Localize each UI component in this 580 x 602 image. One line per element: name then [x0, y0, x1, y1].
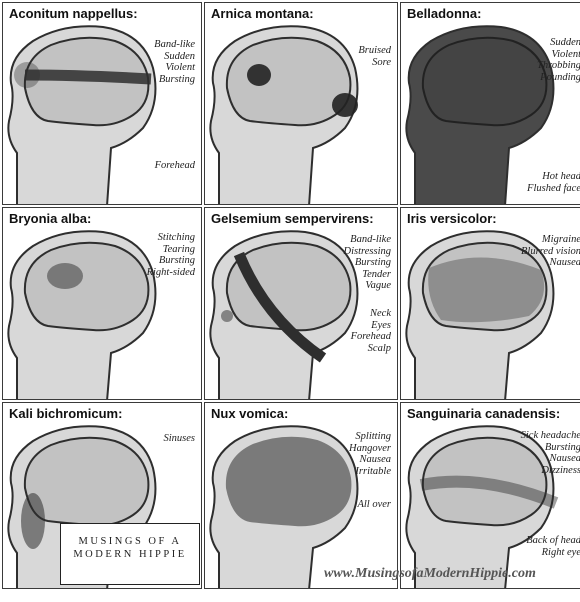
symptom-list: Sudden Violent Throbbing Pounding [537, 37, 580, 83]
remedy-title: Nux vomica: [211, 406, 288, 421]
location: Forehead [351, 331, 391, 343]
brand-logo: MUSINGS OF A MODERN HIPPIE [60, 523, 200, 585]
watermark: www.MusingsofaModernHippie.com [324, 566, 536, 582]
symptom-list: Sinuses [164, 433, 196, 445]
symptom-list: Band-like Sudden Violent Bursting [154, 39, 195, 85]
location: Scalp [351, 343, 391, 355]
symptom: Throbbing [537, 60, 580, 72]
symptom: Sinuses [164, 433, 196, 445]
symptom: Migraine [521, 234, 580, 246]
panel-bryonia: Bryonia alba: Stitching Tearing Bursting… [2, 207, 202, 400]
symptom: Splitting [349, 431, 391, 443]
panel-iris: Iris versicolor: Migraine Blurred vision… [400, 207, 580, 400]
logo-line-2: MODERN HIPPIE [61, 549, 199, 560]
symptom: Distressing [344, 246, 391, 258]
location-list: Hot head Flushed face [527, 171, 580, 194]
symptom: Bursting [344, 257, 391, 269]
location: Flushed face [527, 183, 580, 195]
location: Hot head [527, 171, 580, 183]
symptom: Vague [344, 280, 391, 292]
remedy-title: Aconitum nappellus: [9, 6, 138, 21]
logo-line-1: MUSINGS OF A [61, 536, 199, 547]
symptom: Pounding [537, 72, 580, 84]
symptom-list: Bruised Sore [358, 45, 391, 68]
symptom: Bursting [147, 255, 195, 267]
remedy-title: Sanguinaria canadensis: [407, 406, 560, 421]
panel-sanguinaria: Sanguinaria canadensis: Sick headache Bu… [400, 402, 580, 589]
symptom-list: Sick headache Bursting Nausea Dizziness [521, 430, 580, 476]
symptom-list: Migraine Blurred vision Nausea [521, 234, 580, 269]
symptom: Tearing [147, 244, 195, 256]
remedy-title: Gelsemium sempervirens: [211, 211, 374, 226]
location-list: All over [357, 499, 391, 511]
symptom: Bursting [154, 74, 195, 86]
symptom: Right-sided [147, 267, 195, 279]
location: Right eye [526, 547, 580, 559]
symptom: Hangover [349, 443, 391, 455]
symptom-list: Stitching Tearing Bursting Right-sided [147, 232, 195, 278]
location: Eyes [351, 320, 391, 332]
remedy-title: Kali bichromicum: [9, 406, 122, 421]
location: Back of head [526, 535, 580, 547]
panel-aconitum: Aconitum nappellus: Band-like Sudden Vio… [2, 2, 202, 205]
symptom: Nausea [521, 257, 580, 269]
panel-nux-vomica: Nux vomica: Splitting Hangover Nausea Ir… [204, 402, 398, 589]
symptom: Stitching [147, 232, 195, 244]
symptom: Violent [154, 62, 195, 74]
symptom: Violent [537, 49, 580, 61]
symptom: Bruised [358, 45, 391, 57]
location: All over [357, 499, 391, 511]
symptom-list: Band-like Distressing Bursting Tender Va… [344, 234, 391, 292]
location: Neck [351, 308, 391, 320]
location-list: Back of head Right eye [526, 535, 580, 558]
symptom: Irritable [349, 466, 391, 478]
symptom: Sudden [537, 37, 580, 49]
symptom: Nausea [521, 453, 580, 465]
symptom: Sick headache [521, 430, 580, 442]
symptom: Dizziness [521, 465, 580, 477]
symptom: Nausea [349, 454, 391, 466]
panel-belladonna: Belladonna: Sudden Violent Throbbing Pou… [400, 2, 580, 205]
remedy-title: Arnica montana: [211, 6, 314, 21]
symptom: Bursting [521, 442, 580, 454]
symptom: Sudden [154, 51, 195, 63]
location: Forehead [155, 160, 195, 172]
head-illustration [3, 3, 202, 205]
panel-arnica: Arnica montana: Bruised Sore [204, 2, 398, 205]
symptom: Blurred vision [521, 246, 580, 258]
symptom: Band-like [154, 39, 195, 51]
remedy-title: Belladonna: [407, 6, 481, 21]
location-list: Forehead [155, 160, 195, 172]
remedy-title: Iris versicolor: [407, 211, 497, 226]
location-list: Neck Eyes Forehead Scalp [351, 308, 391, 354]
symptom: Sore [358, 57, 391, 69]
remedy-title: Bryonia alba: [9, 211, 91, 226]
symptom-list: Splitting Hangover Nausea Irritable [349, 431, 391, 477]
head-illustration [205, 3, 398, 205]
symptom: Tender [344, 269, 391, 281]
panel-gelsemium: Gelsemium sempervirens: Band-like Distre… [204, 207, 398, 400]
symptom: Band-like [344, 234, 391, 246]
